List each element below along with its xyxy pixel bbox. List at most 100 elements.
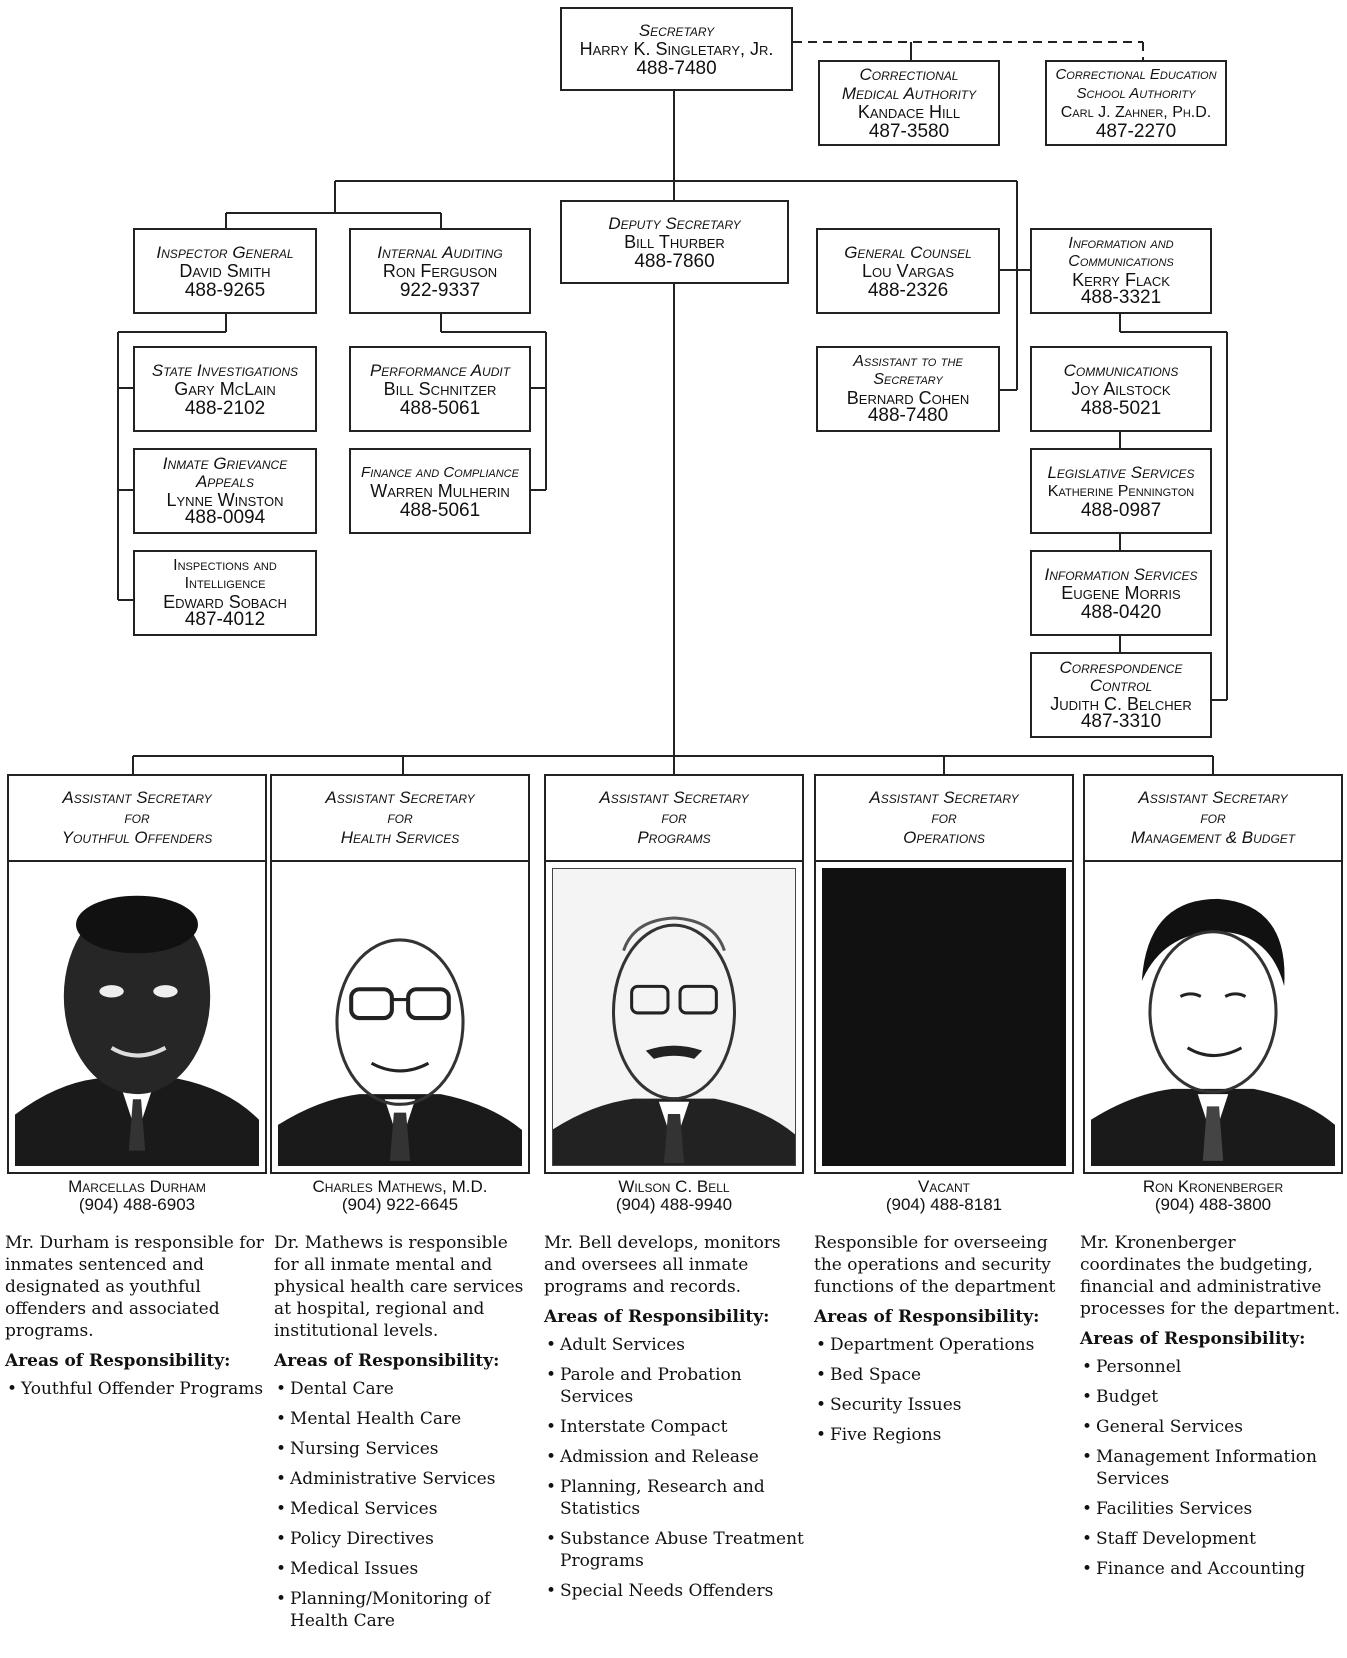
correctional-education-school-authority-box: Correctional Education School Authority …: [1045, 60, 1227, 146]
assistant-secretary-name: Marcellas Durham: [68, 1177, 206, 1196]
areas-of-responsibility-heading: Areas of Responsibility:: [544, 1307, 770, 1327]
deputy-secretary-box: Deputy Secretary Bill Thurber 488-7860: [560, 200, 789, 284]
youthful-offenders-description: Mr. Durham is responsible for inmates se…: [5, 1232, 267, 1408]
asec-title-line2: for: [124, 808, 150, 827]
legislative-services-box: Legislative Services Katherine Penningto…: [1030, 448, 1212, 534]
assistant-sec-title-line2: Secretary: [873, 371, 943, 388]
responsibility-list: Personnel Budget General Services Manage…: [1080, 1356, 1342, 1580]
responsibility-item: Interstate Compact: [544, 1416, 806, 1438]
state-inv-title: State Investigations: [151, 360, 299, 380]
responsibility-list: Dental Care Mental Health Care Nursing S…: [274, 1378, 536, 1632]
responsibility-list: Adult Services Parole and Probation Serv…: [544, 1334, 806, 1602]
health-services-description: Dr. Mathews is responsible for all inmat…: [274, 1232, 536, 1640]
responsibility-item: Management Information Services: [1080, 1446, 1342, 1490]
portrait-photo: [552, 868, 796, 1166]
deputy-phone: 488-7860: [634, 250, 715, 272]
assistant-secretary-operations-panel: Assistant Secretary for Operations: [814, 774, 1074, 1174]
asec-title-line1: Assistant Secretary: [1138, 788, 1288, 807]
auditing-phone: 922-9337: [399, 279, 481, 301]
asec-title-line3: Programs: [637, 828, 711, 847]
counsel-phone: 488-2326: [867, 279, 949, 301]
deputy-title: Deputy Secretary: [608, 213, 741, 233]
responsibility-item: Facilities Services: [1080, 1498, 1342, 1520]
communications-box: Communications Joy Ailstock 488-5021: [1030, 346, 1212, 432]
responsibility-description: Mr. Bell develops, monitors and oversees…: [544, 1233, 781, 1297]
counsel-title: General Counsel: [844, 242, 972, 262]
name-caption: Marcellas Durham (904) 488-6903: [7, 1178, 267, 1214]
responsibility-item: Security Issues: [814, 1394, 1076, 1416]
responsibility-list: Youthful Offender Programs: [5, 1378, 267, 1400]
responsibility-item: Substance Abuse Treatment Programs: [544, 1528, 806, 1572]
state-inv-name: Gary McLain: [174, 378, 276, 399]
responsibility-item: Planning/Monitoring of Health Care: [274, 1588, 536, 1632]
responsibility-item: Medical Issues: [274, 1558, 536, 1580]
responsibility-item: Budget: [1080, 1386, 1342, 1408]
general-counsel-box: General Counsel Lou Vargas 488-2326: [816, 228, 1000, 314]
asec-title-line1: Assistant Secretary: [325, 788, 475, 807]
information-and-communications-box: Information and Communications Kerry Fla…: [1030, 228, 1212, 314]
responsibility-item: Planning, Research and Statistics: [544, 1476, 806, 1520]
cma-name: Kandace Hill: [857, 102, 961, 122]
correspondence-title-line1: Correspondence: [1059, 658, 1183, 677]
operations-description: Responsible for overseeing the operation…: [814, 1232, 1076, 1454]
asec-title-line2: for: [387, 808, 413, 827]
correspondence-control-box: Correspondence Control Judith C. Belcher…: [1030, 652, 1212, 738]
finance-and-compliance-box: Finance and Compliance Warren Mulherin 4…: [349, 448, 531, 534]
responsibility-item: Adult Services: [544, 1334, 806, 1356]
inspector-phone: 488-9265: [184, 279, 266, 301]
info-services-name: Eugene Morris: [1061, 582, 1181, 603]
name-caption: Charles Mathews, M.D. (904) 922-6645: [270, 1178, 530, 1214]
responsibility-item: Mental Health Care: [274, 1408, 536, 1430]
responsibility-item: Finance and Accounting: [1080, 1558, 1342, 1580]
inspector-general-box: Inspector General David Smith 488-9265: [133, 228, 317, 314]
responsibility-item: Medical Services: [274, 1498, 536, 1520]
information-services-box: Information Services Eugene Morris 488-0…: [1030, 550, 1212, 636]
cesa-title-line1: Correctional Education: [1055, 66, 1217, 83]
responsibility-item: Nursing Services: [274, 1438, 536, 1460]
cma-title-line2: Medical Authority: [841, 84, 977, 103]
responsibility-description: Mr. Kronenberger coordinates the budgeti…: [1080, 1233, 1341, 1319]
portrait-photo: [278, 868, 522, 1166]
assistant-sec-title-line1: Assistant to the: [853, 353, 963, 370]
assistant-secretary-phone: (904) 488-6903: [78, 1195, 196, 1214]
asec-title-line1: Assistant Secretary: [62, 788, 212, 807]
cesa-name: Carl J. Zahner, Ph.D.: [1060, 104, 1212, 121]
inspections-title-line1: Inspections and: [173, 557, 277, 574]
responsibility-item: Staff Development: [1080, 1528, 1342, 1550]
responsibility-description: Responsible for overseeing the operation…: [814, 1233, 1056, 1297]
infocomm-name: Kerry Flack: [1072, 270, 1170, 290]
infocomm-phone: 488-3321: [1080, 287, 1162, 308]
asec-title-line3: Management & Budget: [1130, 828, 1296, 847]
management-budget-description: Mr. Kronenberger coordinates the budgeti…: [1080, 1232, 1342, 1588]
internal-auditing-box: Internal Auditing Ron Ferguson 922-9337: [349, 228, 531, 314]
asec-title: Assistant Secretary for Programs: [546, 776, 802, 862]
asec-title-line2: for: [931, 808, 957, 827]
asec-title-line3: Operations: [903, 828, 985, 847]
state-inv-phone: 488-2102: [184, 397, 266, 419]
assistant-sec-phone: 488-7480: [867, 405, 949, 426]
inspector-name: David Smith: [179, 260, 271, 281]
asec-title-line1: Assistant Secretary: [869, 788, 1019, 807]
assistant-secretary-health-services-panel: Assistant Secretary for Health Services: [270, 774, 530, 1174]
secretary-name: Harry K. Singletary, Jr.: [579, 38, 774, 59]
secretary-box: Secretary Harry K. Singletary, Jr. 488-7…: [560, 7, 793, 91]
cma-title-line1: Correctional: [859, 65, 959, 84]
responsibility-item: Parole and Probation Services: [544, 1364, 806, 1408]
communications-name: Joy Ailstock: [1071, 378, 1171, 399]
finance-comp-name: Warren Mulherin: [370, 480, 510, 501]
responsibility-list: Department Operations Bed Space Security…: [814, 1334, 1076, 1446]
assistant-secretary-phone: (904) 488-3800: [1154, 1195, 1272, 1214]
responsibility-item: Five Regions: [814, 1424, 1076, 1446]
cma-phone: 487-3580: [868, 121, 950, 142]
asec-title-line3: Health Services: [340, 828, 460, 847]
legislative-name: Katherine Pennington: [1047, 482, 1195, 500]
assistant-secretary-name: Wilson C. Bell: [618, 1177, 730, 1196]
cesa-title-line2: School Authority: [1076, 85, 1196, 102]
responsibility-description: Mr. Durham is responsible for inmates se…: [5, 1233, 264, 1341]
inspections-title-line2: Intelligence: [184, 575, 266, 592]
asec-title-line2: for: [1200, 808, 1226, 827]
assistant-secretary-youthful-offenders-panel: Assistant Secretary for Youthful Offende…: [7, 774, 267, 1174]
correspondence-phone: 487-3310: [1080, 711, 1162, 732]
grievance-title-line1: Inmate Grievance: [162, 454, 288, 473]
